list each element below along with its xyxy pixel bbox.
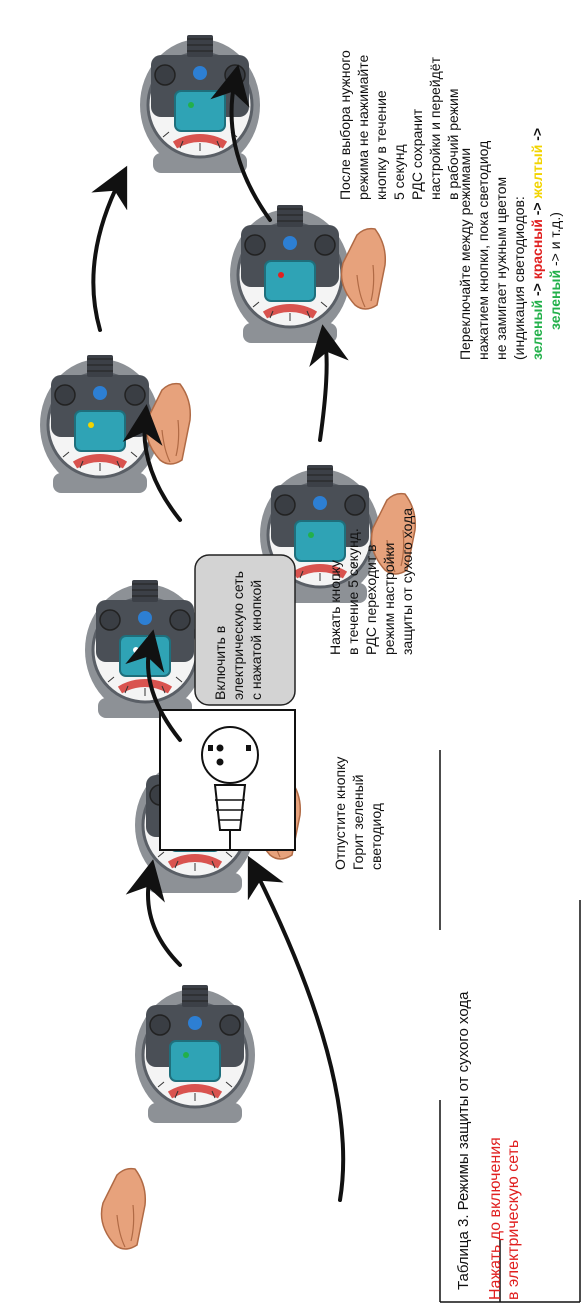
- table-title: Таблица 3. Режимы защиты от сухого хода: [455, 991, 472, 1290]
- hand-icon: [340, 227, 387, 310]
- device-step4a: [260, 465, 380, 603]
- step4-caption: Нажать кнопку в течение 5 секунд. РДС пе…: [327, 508, 415, 655]
- hand-icon: [100, 1167, 147, 1250]
- step2-bubble-text: Включить в электрическую сеть с нажатой …: [212, 567, 264, 700]
- callout-bubble: [194, 554, 296, 706]
- table-frame: [439, 750, 581, 1303]
- arrow-step3-to-center: [125, 629, 182, 742]
- arrow-step2-to-step3: [125, 859, 182, 967]
- step5-caption: Переключайте между режимами нажатием кно…: [457, 137, 527, 360]
- socket-icon: [201, 726, 259, 784]
- led-indicator: [133, 647, 139, 653]
- plug-icon: [213, 784, 247, 850]
- arrow-to-step4a: [122, 404, 182, 522]
- step1-caption: Нажать до включения в электрическую сеть: [487, 1133, 522, 1300]
- device-center: [40, 355, 160, 493]
- socket-plug-illustration: [159, 709, 296, 851]
- step3-caption: Отпустите кнопку Горит зеленый светодиод: [332, 753, 384, 870]
- step6-caption: После выбора нужного режима не нажимайте…: [337, 46, 461, 200]
- device-final: [140, 35, 260, 173]
- arrow-4b-to-final: [210, 64, 272, 222]
- led-sequence-line2: зеленый -> и т.д.): [547, 212, 563, 330]
- led-indicator-green: [183, 1052, 189, 1058]
- led-indicator-green: [308, 532, 314, 538]
- device-step4b: [230, 205, 350, 343]
- device-step1: РДС-4: [85, 580, 205, 718]
- flow-arrows: [91, 64, 349, 1202]
- arrow-plug-to-socket: [247, 855, 346, 1202]
- led-indicator-red: [278, 272, 284, 278]
- arrow-center-to-final: [91, 165, 128, 332]
- arrow-4a-to-4b: [309, 324, 349, 442]
- device-step2: [135, 985, 255, 1123]
- led-sequence-line1: зеленый -> красный -> желтый ->: [529, 128, 545, 360]
- led-indicator-yellow: [88, 422, 94, 428]
- led-indicator-green: [188, 102, 194, 108]
